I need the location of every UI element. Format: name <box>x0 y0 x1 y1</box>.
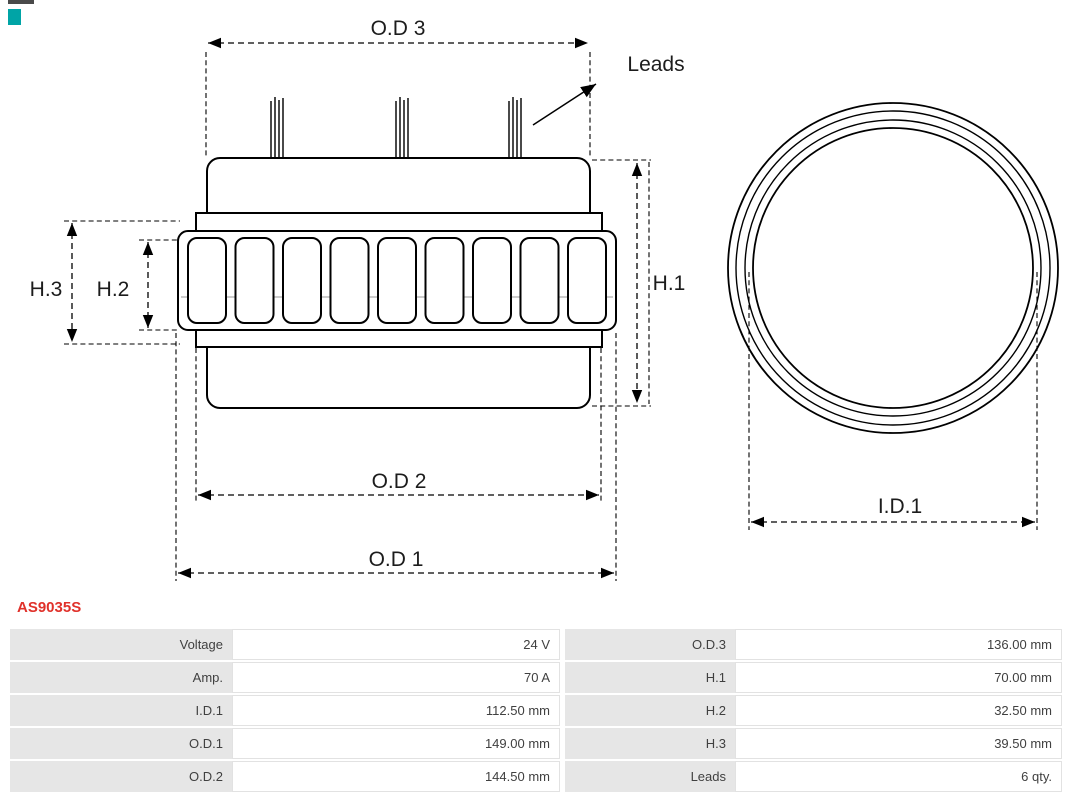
stator-technical-diagram: O.D 3 Leads H.3 H.2 H.1 O.D 2 O.D 1 I.D.… <box>30 17 1059 581</box>
spec-label: Leads <box>565 761 735 792</box>
part-number: AS9035S <box>17 599 82 616</box>
dimension-lines <box>64 37 1038 581</box>
spec-table-right: O.D.3 136.00 mm H.1 70.00 mm H.2 32.50 m… <box>565 629 1062 792</box>
spec-label: H.2 <box>565 695 735 726</box>
spec-label: O.D.3 <box>565 629 735 660</box>
dim-label-h3: H.3 <box>30 278 63 301</box>
spec-label: Amp. <box>10 662 232 693</box>
spec-table-left: Voltage 24 V Amp. 70 A I.D.1 112.50 mm O… <box>10 629 560 792</box>
stator-side-view <box>177 97 617 409</box>
spec-value: 6 qty. <box>735 761 1062 792</box>
spec-value: 70.00 mm <box>735 662 1062 693</box>
spec-label: O.D.2 <box>10 761 232 792</box>
dim-label-h2: H.2 <box>97 278 130 301</box>
spec-value: 136.00 mm <box>735 629 1062 660</box>
stator-core-slots <box>187 237 607 324</box>
spec-table: Voltage 24 V Amp. 70 A I.D.1 112.50 mm O… <box>10 629 1062 792</box>
spec-value: 112.50 mm <box>232 695 560 726</box>
dim-label-od1: O.D 1 <box>369 548 424 571</box>
spec-value: 149.00 mm <box>232 728 560 759</box>
cropped-header-fragment <box>8 0 34 4</box>
spec-value: 32.50 mm <box>735 695 1062 726</box>
spec-label: I.D.1 <box>10 695 232 726</box>
stator-front-view <box>727 102 1059 434</box>
spec-value: 70 A <box>232 662 560 693</box>
stator-leads <box>270 97 522 160</box>
dim-label-od3: O.D 3 <box>371 17 426 40</box>
spec-value: 144.50 mm <box>232 761 560 792</box>
spec-label: Voltage <box>10 629 232 660</box>
dim-label-leads: Leads <box>627 53 684 76</box>
dimension-labels: O.D 3 Leads H.3 H.2 H.1 O.D 2 O.D 1 I.D.… <box>30 17 923 571</box>
spec-value: 39.50 mm <box>735 728 1062 759</box>
spec-value: 24 V <box>232 629 560 660</box>
spec-label: H.1 <box>565 662 735 693</box>
dim-label-od2: O.D 2 <box>372 470 427 493</box>
spec-label: H.3 <box>565 728 735 759</box>
brand-logo-mark <box>8 9 21 25</box>
dim-label-h1: H.1 <box>653 272 686 295</box>
dim-label-id1: I.D.1 <box>878 495 922 518</box>
spec-label: O.D.1 <box>10 728 232 759</box>
